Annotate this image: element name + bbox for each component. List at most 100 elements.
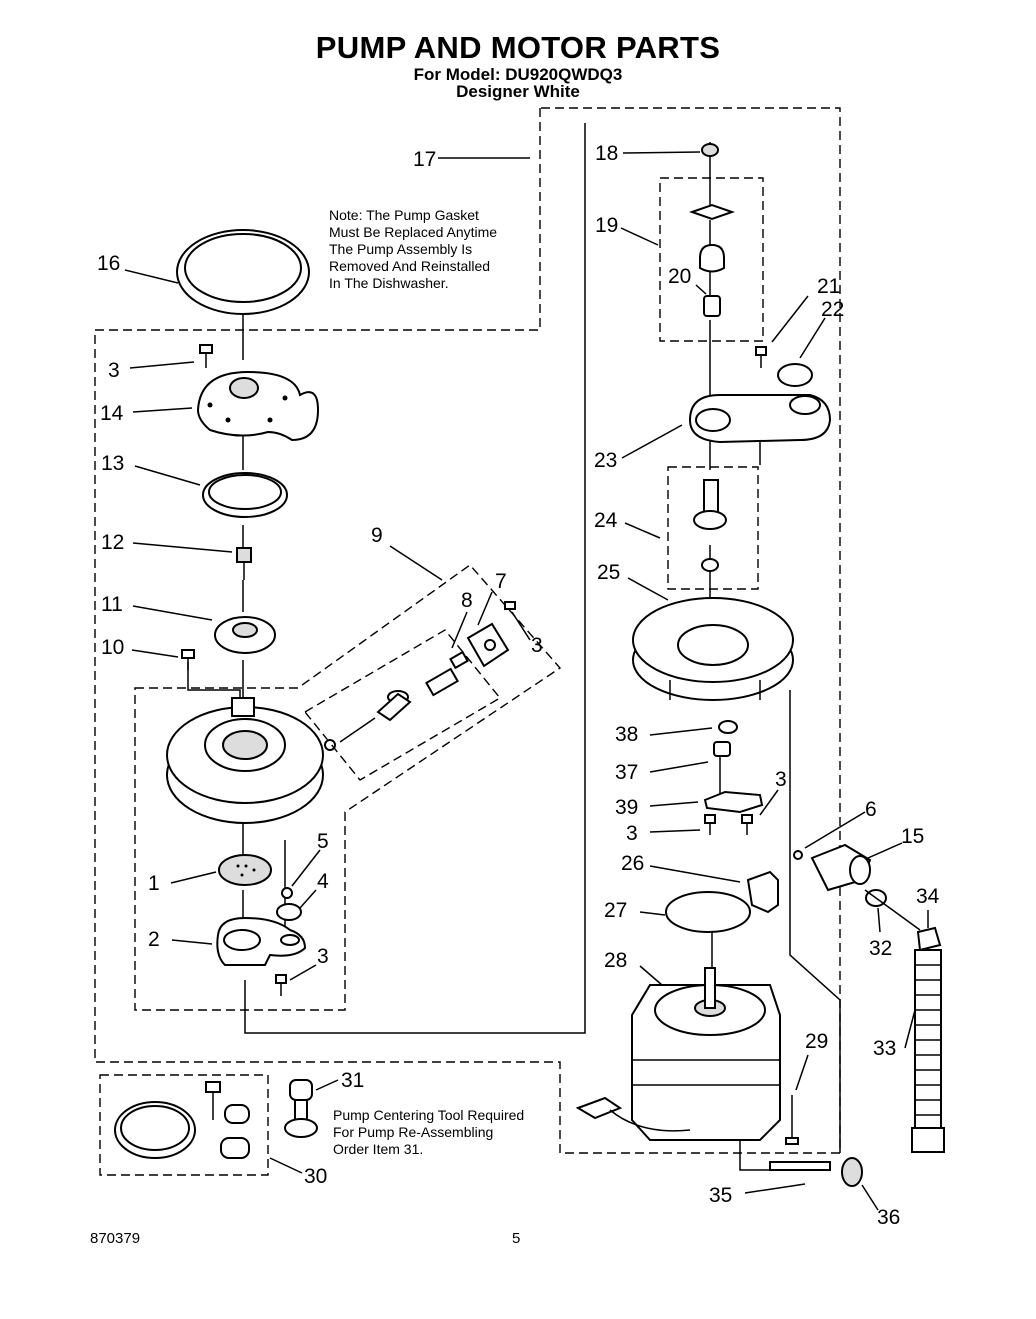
callout-7: 7 [495, 570, 507, 593]
callout-34: 34 [916, 885, 940, 908]
callout-24: 24 [594, 509, 618, 532]
part-25-motor-mount [632, 597, 794, 701]
part-9-check-valve-assembly [303, 601, 516, 781]
callout-22: 22 [821, 298, 844, 321]
callout-35: 35 [709, 1184, 732, 1207]
part-11-impeller [214, 616, 276, 654]
tool-note: Pump Centering Tool Required For Pump Re… [333, 1107, 524, 1157]
callout-36: 36 [877, 1206, 900, 1229]
part-15-drain-valve [810, 843, 872, 892]
callout-26: 26 [621, 852, 644, 875]
gasket-note-line: Note: The Pump Gasket [329, 207, 479, 223]
part-29-bolt [785, 1095, 799, 1145]
doc-number: 870379 [90, 1230, 140, 1247]
part-10-screw [181, 649, 195, 670]
part-14-pump-cover [196, 370, 320, 442]
callout-17: 17 [413, 148, 436, 171]
part-28-motor [575, 967, 781, 1141]
part-33-drain-hose [911, 949, 945, 1153]
callout-28: 28 [604, 949, 627, 972]
part-6-washer [793, 850, 803, 860]
part-20-bushing [703, 295, 721, 317]
part-31-centering-tool [284, 1079, 318, 1138]
part-34-connector [916, 926, 942, 952]
callout-9: 9 [371, 524, 383, 547]
tool-note-line: Pump Centering Tool Required [333, 1107, 524, 1123]
assembly-outlines [94, 107, 841, 1176]
callout-19: 19 [595, 214, 618, 237]
part-18-nut [701, 143, 719, 157]
part-38-oring [718, 720, 738, 734]
part-4-oring [276, 903, 302, 921]
part-27-slinger [665, 891, 751, 933]
callout-18: 18 [595, 142, 618, 165]
callout-13: 13 [101, 452, 124, 475]
callout-1: 1 [148, 872, 160, 895]
callout-32: 32 [869, 937, 892, 960]
part-3-screw-right-b [741, 814, 753, 835]
callout-4: 4 [317, 870, 329, 893]
gasket-note-line: In The Dishwasher. [329, 275, 449, 291]
part-35-wire-harness [769, 1161, 831, 1171]
callout-3: 3 [531, 634, 543, 657]
callout-20: 20 [668, 265, 691, 288]
part-3-screw-top [199, 344, 213, 368]
callout-14: 14 [100, 402, 124, 425]
part-3-screw-base [275, 974, 287, 996]
callout-23: 23 [594, 449, 617, 472]
callout-25: 25 [597, 561, 620, 584]
callout-31: 31 [341, 1069, 364, 1092]
callout-10: 10 [101, 636, 124, 659]
callout-39: 39 [615, 796, 638, 819]
callout-6: 6 [865, 798, 877, 821]
part-30-kit [114, 1081, 250, 1159]
part-3-screw-right-a [704, 814, 716, 835]
part-24-shaft-assembly [693, 479, 727, 572]
part-2-pump-base [216, 916, 307, 966]
callout-33: 33 [873, 1037, 896, 1060]
part-36-cap [841, 1157, 863, 1187]
part-26-clip [746, 870, 779, 914]
callout-5: 5 [317, 830, 329, 853]
gasket-note-line: Removed And Reinstalled [329, 258, 490, 274]
callout-11: 11 [101, 593, 123, 616]
part-13-seal-ring [202, 472, 288, 518]
gasket-note: Note: The Pump Gasket Must Be Replaced A… [329, 207, 497, 291]
callout-3: 3 [317, 945, 329, 968]
part-12-bolt [236, 547, 252, 580]
part-16-pump-gasket [176, 229, 310, 315]
part-1-filter-screen [218, 854, 272, 886]
callout-29: 29 [805, 1030, 828, 1053]
callout-15: 15 [901, 825, 924, 848]
model-number: For Model: DU920QWDQ3 [413, 65, 623, 84]
page-title: PUMP AND MOTOR PARTS [315, 30, 721, 65]
callout-3: 3 [108, 359, 120, 382]
callout-16: 16 [97, 252, 120, 275]
callout-labels: 17 16 3 14 13 12 11 10 9 8 7 3 1 2 5 4 3… [97, 142, 940, 1229]
callout-2: 2 [148, 928, 160, 951]
callout-27: 27 [604, 899, 627, 922]
gasket-note-line: Must Be Replaced Anytime [329, 224, 497, 240]
color-variant: Designer White [456, 82, 580, 101]
callout-3: 3 [626, 822, 638, 845]
part-39-gasket [703, 790, 764, 814]
callout-12: 12 [101, 531, 124, 554]
callout-21: 21 [817, 275, 840, 298]
callout-3: 3 [775, 768, 787, 791]
part-23-motor-bracket [688, 394, 832, 444]
part-21-screw [755, 346, 767, 368]
tool-note-line: Order Item 31. [333, 1141, 423, 1157]
callout-30: 30 [304, 1165, 327, 1188]
gasket-note-line: The Pump Assembly Is [329, 241, 472, 257]
callout-8: 8 [461, 589, 473, 612]
part-5-ball [281, 887, 293, 899]
part-37-fitting [713, 741, 731, 757]
page-number: 5 [512, 1230, 520, 1247]
leader-lines [124, 151, 929, 1211]
part-22-grommet [777, 363, 813, 387]
callout-38: 38 [615, 723, 638, 746]
part-19-bracket [688, 203, 736, 273]
tool-note-line: For Pump Re-Assembling [333, 1124, 493, 1140]
callout-37: 37 [615, 761, 638, 784]
